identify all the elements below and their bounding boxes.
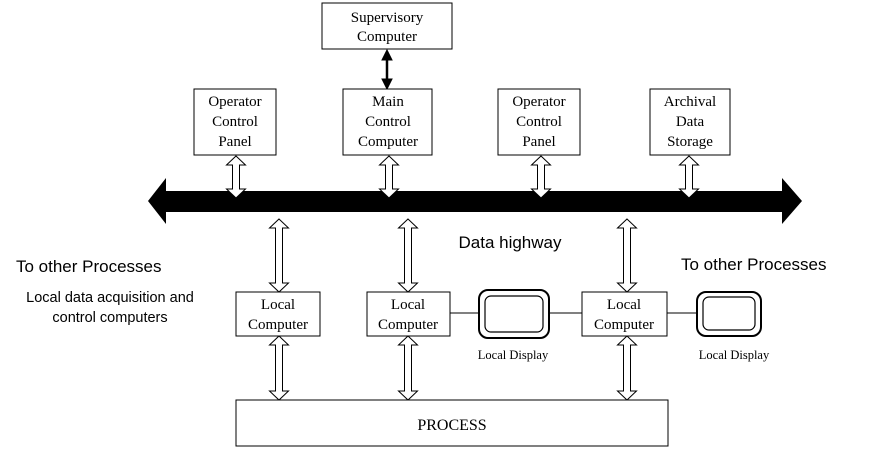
arrow-operator-left-highway	[225, 155, 247, 199]
archival-data-storage-box	[649, 88, 731, 156]
supervisory-computer-line1: Supervisory	[351, 10, 424, 26]
local-computer-2-line2: Computer	[378, 317, 438, 333]
main-control-line2: Control	[365, 114, 411, 130]
archival-line3: Storage	[667, 134, 713, 150]
arrow-local-3-process	[616, 335, 638, 401]
operator-panel-right-line1: Operator	[512, 94, 565, 110]
operator-control-panel-left-box	[193, 88, 277, 156]
local-computer-1-line2: Computer	[248, 317, 308, 333]
local-acquisition-label-line1: Local data acquisition and	[26, 290, 194, 306]
main-control-line1: Main	[372, 94, 404, 110]
supervisory-link-arrow	[381, 48, 393, 91]
local-computer-3-line1: Local	[607, 297, 641, 313]
arrow-main-control-highway	[378, 155, 400, 199]
to-other-processes-right: To other Processes	[681, 255, 827, 274]
arrow-highway-local-1	[268, 218, 290, 293]
local-computer-2-box	[366, 291, 451, 337]
main-control-computer-box	[342, 88, 433, 156]
operator-panel-left-line2: Control	[212, 114, 258, 130]
operator-panel-left-line3: Panel	[218, 134, 251, 150]
supervisory-computer-line2: Computer	[357, 29, 417, 45]
to-other-processes-left: To other Processes	[16, 257, 162, 276]
local-display-2-label: Local Display	[699, 348, 770, 362]
operator-panel-left-line1: Operator	[208, 94, 261, 110]
local-computer-3-box	[581, 291, 668, 337]
archival-line2: Data	[676, 114, 705, 130]
main-control-line3: Computer	[358, 134, 418, 150]
local-computer-1-box	[235, 291, 321, 337]
arrow-operator-right-highway	[530, 155, 552, 199]
data-highway-label: Data highway	[458, 233, 562, 252]
operator-panel-right-line2: Control	[516, 114, 562, 130]
operator-panel-right-line3: Panel	[522, 134, 555, 150]
arrow-highway-local-2	[397, 218, 419, 293]
data-highway-bus	[148, 178, 802, 224]
local-computer-2-line1: Local	[391, 297, 425, 313]
operator-control-panel-right-box	[497, 88, 581, 156]
local-display-1-label: Local Display	[478, 348, 549, 362]
local-display-1-icon	[478, 289, 550, 339]
arrow-highway-local-3	[616, 218, 638, 293]
supervisory-computer-box	[321, 2, 453, 50]
local-computer-1-line1: Local	[261, 297, 295, 313]
arrow-local-2-process	[397, 335, 419, 401]
process-box	[235, 399, 669, 447]
process-label: PROCESS	[417, 417, 486, 434]
arrow-local-1-process	[268, 335, 290, 401]
local-acquisition-label-line2: control computers	[52, 310, 167, 326]
local-computer-3-line2: Computer	[594, 317, 654, 333]
arrow-archival-highway	[678, 155, 700, 199]
local-display-2-icon	[696, 291, 762, 337]
archival-line1: Archival	[664, 94, 716, 110]
